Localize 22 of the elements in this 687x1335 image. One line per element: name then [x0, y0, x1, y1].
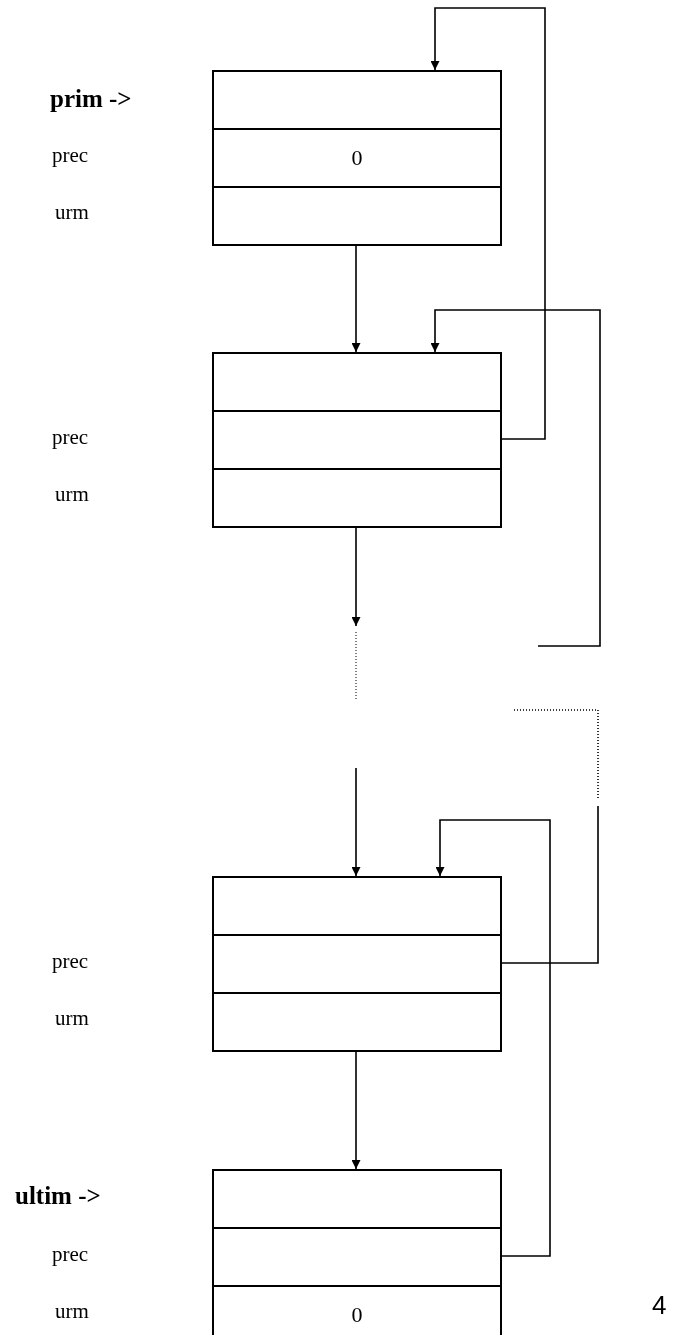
arrow [430, 7, 546, 440]
pointer-label: prim -> [50, 86, 132, 111]
field-label: urm [55, 484, 89, 505]
record-box [212, 352, 502, 528]
field-label: prec [52, 427, 89, 448]
field-label: prec [52, 1244, 89, 1265]
field-label: urm [55, 202, 89, 223]
cell-value: 0 [351, 1304, 363, 1326]
field-label: prec [52, 951, 89, 972]
field-label: prec [52, 145, 89, 166]
arrow [351, 767, 361, 877]
arrow [435, 819, 551, 1257]
record-box [212, 70, 502, 246]
pointer-label: ultim -> [15, 1183, 101, 1208]
record-box [212, 1169, 502, 1335]
field-label: urm [55, 1301, 89, 1322]
arrow [430, 309, 601, 647]
page-number: 4 [652, 1292, 667, 1318]
connector-line [501, 709, 599, 964]
cell-value: 0 [351, 147, 363, 169]
field-label: urm [55, 1008, 89, 1029]
record-box [212, 876, 502, 1052]
